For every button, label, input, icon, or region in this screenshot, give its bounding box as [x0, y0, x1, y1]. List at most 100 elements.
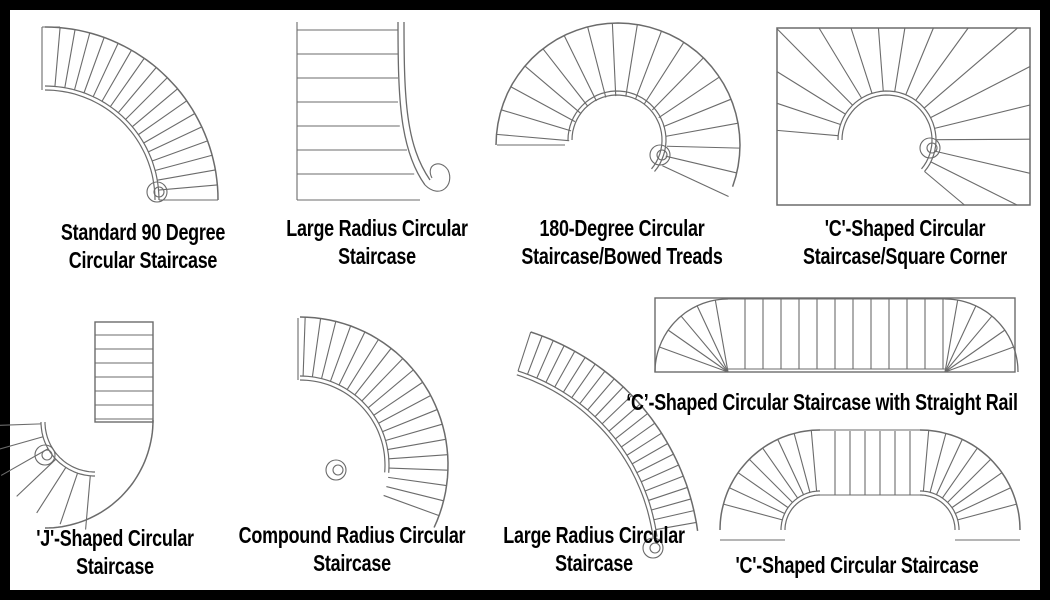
- tread-line: [944, 329, 1006, 373]
- tread-line: [501, 109, 572, 132]
- tread-line: [680, 315, 729, 373]
- label-line: Staircase: [313, 550, 391, 576]
- tread-line: [777, 439, 805, 495]
- tread-line: [387, 438, 446, 451]
- tread-line: [517, 331, 532, 372]
- tread-line: [631, 443, 669, 465]
- tread-line: [545, 345, 565, 383]
- tread-line: [667, 329, 729, 373]
- right-arc: [944, 298, 1019, 373]
- tread-line: [651, 57, 704, 111]
- handrail-outer: [403, 21, 431, 181]
- label-line: Large Radius Circular: [503, 522, 685, 548]
- tread-line: [158, 184, 218, 191]
- straight-flight: [94, 321, 154, 423]
- drawing-j-shaped: [0, 321, 154, 530]
- tread-line: [935, 439, 963, 495]
- scroll-inner: [41, 449, 53, 461]
- tread-line: [524, 65, 581, 114]
- label-line: Large Radius Circular: [286, 215, 468, 241]
- tread-line: [944, 300, 959, 373]
- handrail: [299, 379, 386, 473]
- tread-line: [608, 403, 641, 432]
- tread-line: [526, 335, 543, 375]
- handrail: [841, 94, 933, 170]
- tread-line: [85, 475, 91, 530]
- tread-line: [666, 122, 739, 137]
- tread-line: [320, 321, 337, 379]
- drawing-c-shaped: [719, 429, 1021, 541]
- scroll-newel: [424, 163, 451, 192]
- label-line: 'C'-Shaped Circular Staircase: [735, 552, 979, 578]
- tread-line: [655, 521, 697, 531]
- drawing-c-square-corner: [776, 27, 1031, 206]
- tread-line: [571, 363, 596, 399]
- tread-line: [621, 422, 656, 448]
- tread-line: [634, 30, 663, 100]
- tread-line: [542, 48, 589, 107]
- label-large-radius-1: Large Radius Circular Staircase: [286, 214, 468, 270]
- tread-line: [354, 348, 392, 396]
- handrail-outer: [40, 422, 95, 477]
- drawing-large-radius-2: [516, 331, 699, 559]
- scroll-inner: [649, 542, 661, 554]
- handrail: [516, 374, 654, 538]
- tread-line: [663, 98, 732, 128]
- tread-line: [944, 315, 993, 373]
- tread-line: [361, 358, 404, 402]
- handrail: [397, 21, 426, 186]
- scroll-inner: [332, 464, 344, 476]
- tread-line: [714, 300, 729, 373]
- label-line: Staircase: [555, 550, 633, 576]
- tread-line: [723, 503, 783, 521]
- tread-line: [367, 369, 414, 409]
- drawing-c-straight-rail: [654, 297, 1019, 373]
- scroll-newel: [919, 137, 941, 159]
- tread-line: [138, 100, 188, 136]
- tread-line: [923, 27, 1018, 109]
- tread-line: [125, 77, 168, 120]
- tread-line: [536, 340, 554, 379]
- tread-line: [636, 453, 674, 474]
- handrail: [571, 94, 663, 170]
- tread-line: [776, 129, 839, 137]
- tread-line: [378, 395, 431, 424]
- label-c-square-corner: 'C'-Shaped Circular Staircase/Square Cor…: [803, 214, 1007, 270]
- label-line: Compound Radius Circular: [238, 522, 466, 548]
- tread-line: [510, 86, 576, 123]
- tread-line: [748, 458, 793, 503]
- tread-line: [666, 145, 740, 149]
- label-line: 'C'-Shaped Circular: [824, 215, 986, 241]
- tread-line: [311, 318, 322, 377]
- tread-line: [54, 27, 61, 87]
- tread-line: [388, 467, 448, 471]
- label-line: Circular Staircase: [68, 247, 218, 273]
- tread-line: [154, 154, 213, 172]
- tread-line: [951, 472, 1003, 509]
- tread-line: [329, 325, 352, 382]
- tread-line: [737, 472, 789, 509]
- tread-line: [626, 432, 662, 456]
- tread-line: [625, 24, 638, 97]
- tread-line: [762, 447, 799, 499]
- label-line: 180-Degree Circular: [539, 215, 705, 241]
- scroll-newel: [642, 537, 664, 559]
- handrail-outer: [837, 90, 937, 172]
- tread-line: [776, 102, 841, 126]
- label-large-radius-2: Large Radius Circular Staircase: [503, 521, 685, 577]
- outer-stringer: [530, 331, 699, 532]
- tread-line: [579, 370, 606, 404]
- tread-line: [83, 37, 105, 94]
- tread-line: [601, 394, 633, 425]
- outer-stringer: [44, 419, 154, 529]
- tread-line: [696, 305, 729, 373]
- drawing-standard-90: [41, 26, 219, 203]
- scroll-newel: [649, 144, 671, 166]
- handrail: [44, 89, 156, 201]
- tread-line: [930, 66, 1031, 119]
- tread-line: [643, 41, 685, 105]
- tread-line: [955, 487, 1011, 515]
- scroll-newel: [146, 181, 168, 203]
- scroll-inner: [926, 142, 938, 154]
